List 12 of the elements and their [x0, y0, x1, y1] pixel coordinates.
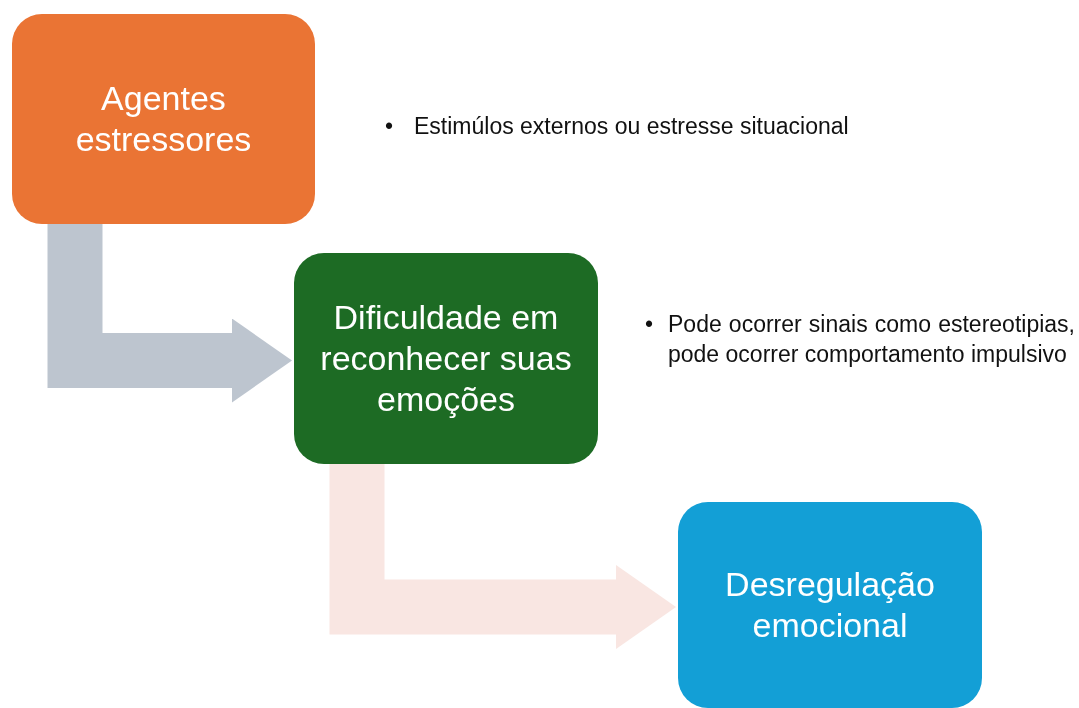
bullet-text: Estimúlos externos ou estresse situacional: [414, 112, 850, 141]
process-box: [12, 14, 315, 224]
box-text: Desregulação emocional: [724, 564, 936, 646]
box-text: Dificuldade em reconhecer suas emoções: [319, 297, 573, 420]
bullet-text: Pode ocorrer sinais como estereotipias, pode ocorrer comportamento impulsivo: [668, 310, 1075, 369]
box-text: Agentes estressores: [74, 78, 253, 160]
bullet-mark: •: [385, 112, 395, 141]
bent-arrow: [329, 464, 676, 649]
process-box: [678, 502, 982, 708]
bent-arrow: [47, 224, 292, 403]
bullet-mark: •: [645, 310, 655, 339]
process-box: [294, 253, 598, 464]
